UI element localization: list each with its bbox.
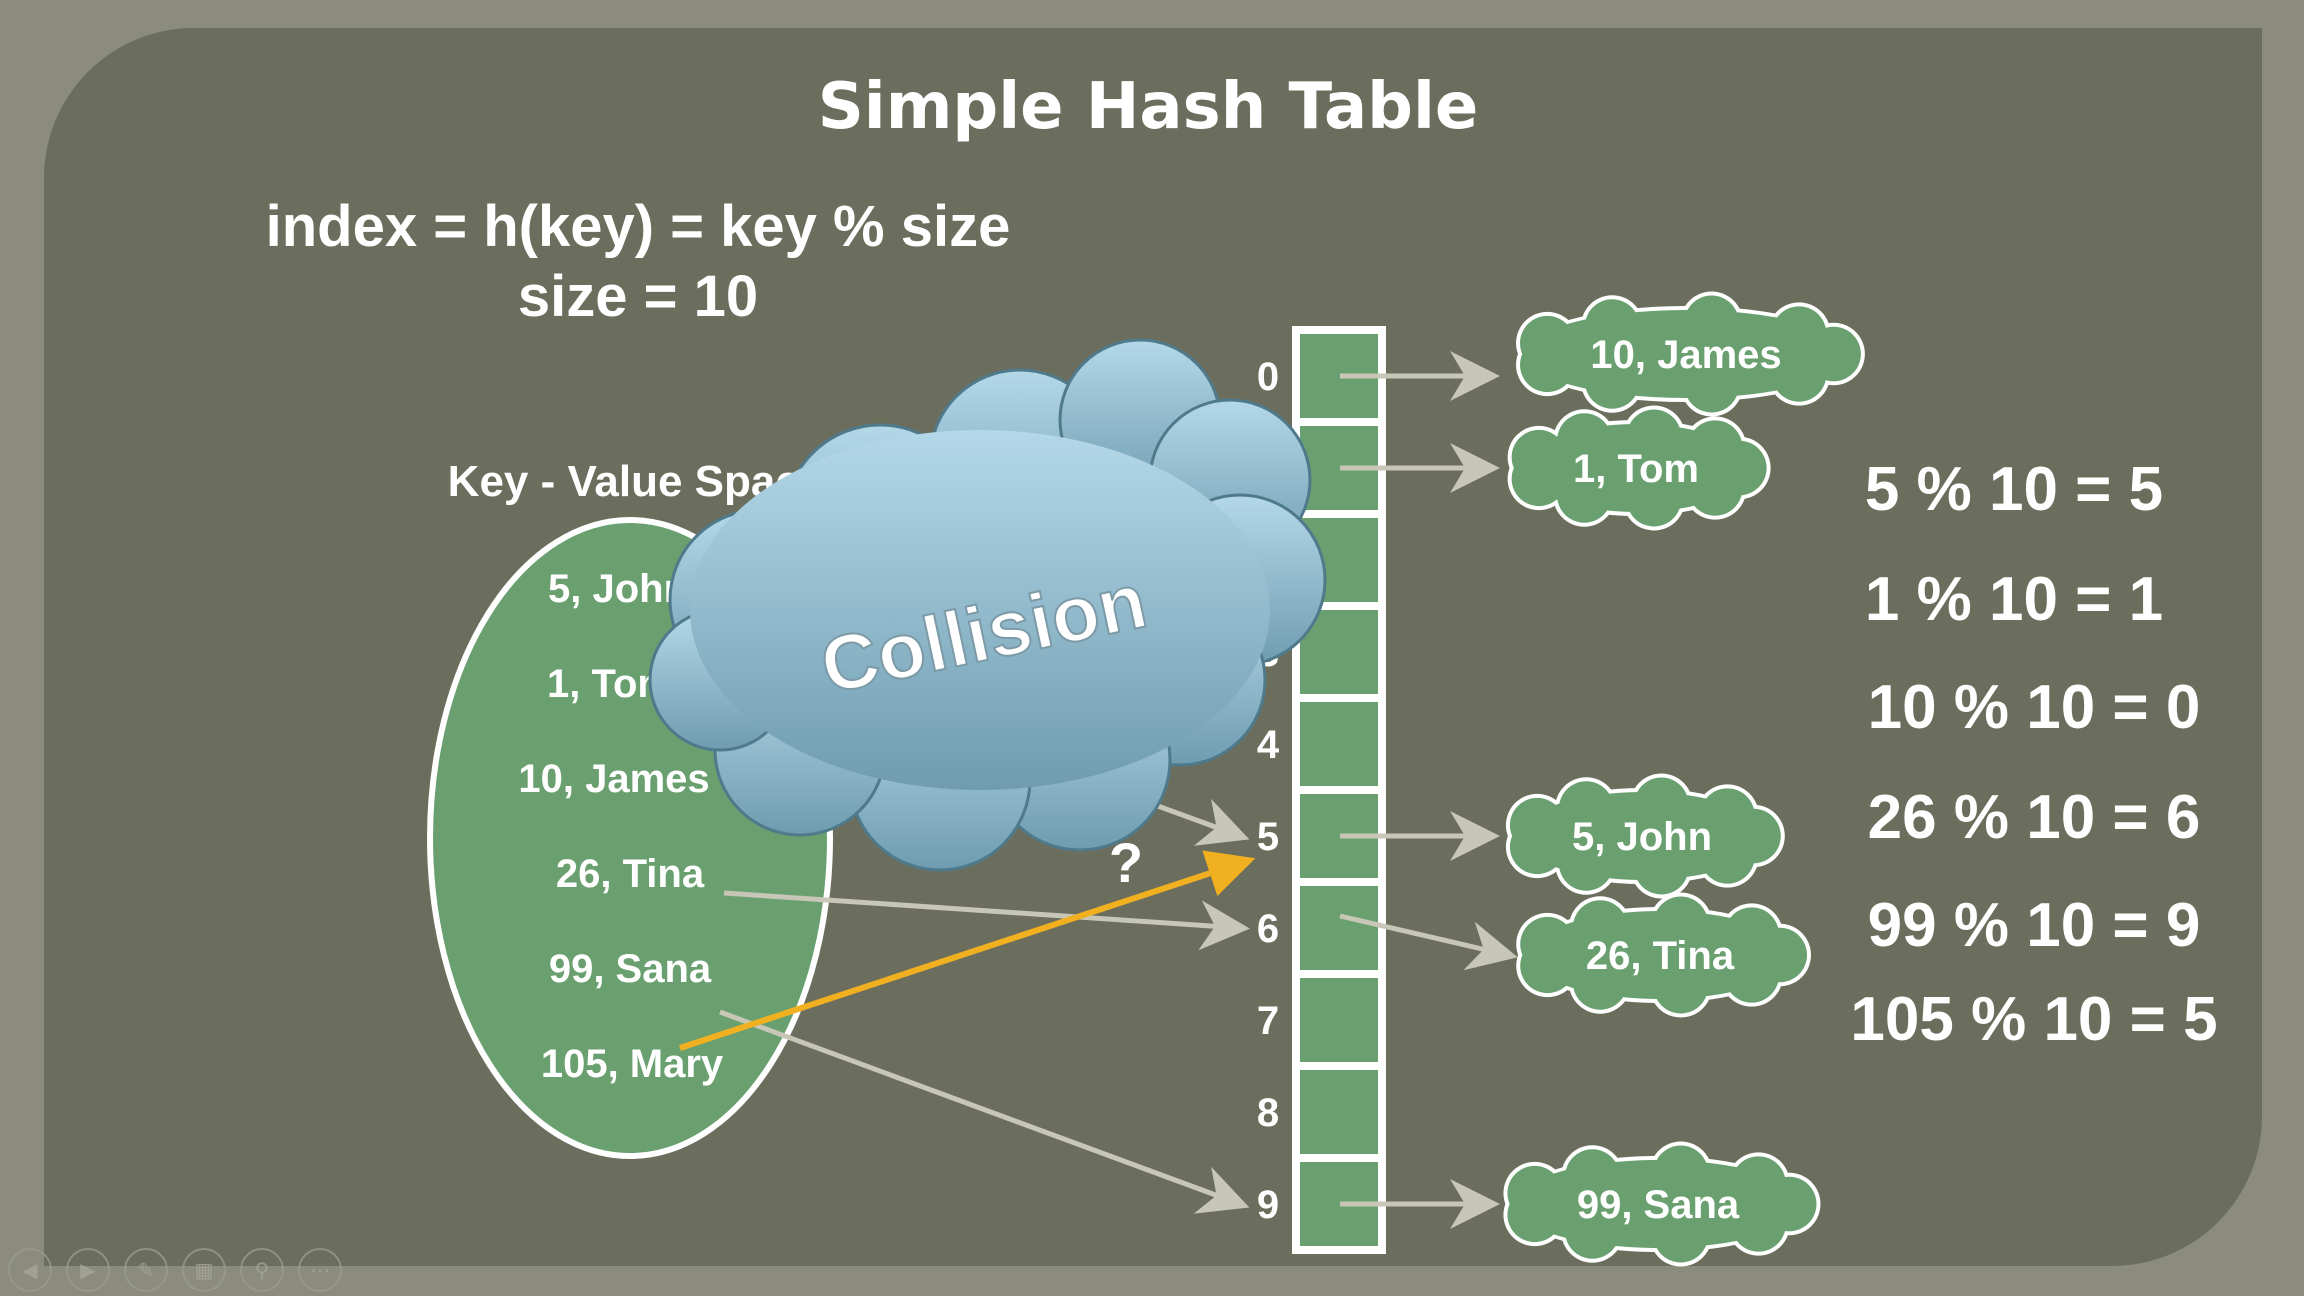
bucket-label: 10, James bbox=[1590, 333, 1781, 377]
bucket-label: 99, Sana bbox=[1577, 1183, 1740, 1227]
zoom-icon[interactable]: ⚲ bbox=[240, 1248, 284, 1292]
table-cell bbox=[1300, 978, 1378, 1062]
bucket-cloud: 10, James bbox=[1516, 291, 1865, 417]
next-icon[interactable]: ▶ bbox=[66, 1248, 110, 1292]
kv-entry: 10, James bbox=[518, 757, 709, 801]
bucket-label: 5, John bbox=[1572, 815, 1712, 859]
collision-arrow bbox=[679, 850, 1256, 1051]
kv-entry: 105, Mary bbox=[541, 1042, 724, 1086]
bucket-cloud: 26, Tina bbox=[1516, 892, 1811, 1018]
calculation-line: 99 % 10 = 9 bbox=[1868, 891, 2201, 960]
bucket-label: 26, Tina bbox=[1586, 934, 1735, 978]
page-title: Simple Hash Table bbox=[818, 70, 1479, 144]
table-cell bbox=[1300, 886, 1378, 970]
calculation-line: 10 % 10 = 0 bbox=[1868, 673, 2201, 742]
calculation-line: 26 % 10 = 6 bbox=[1868, 783, 2201, 852]
bucket-cloud: 99, Sana bbox=[1503, 1141, 1821, 1267]
table-cell bbox=[1300, 702, 1378, 786]
bucket-cloud: 1, Tom bbox=[1507, 405, 1771, 531]
kv-entry: 26, Tina bbox=[556, 852, 705, 896]
hash-formula: index = h(key) = key % size bbox=[266, 194, 1011, 259]
pen-icon[interactable]: ✎ bbox=[124, 1248, 168, 1292]
calculation-line: 105 % 10 = 5 bbox=[1850, 985, 2217, 1054]
table-index-label: 7 bbox=[1257, 999, 1279, 1043]
more-icon[interactable]: ⋯ bbox=[298, 1248, 342, 1292]
table-index-label: 9 bbox=[1257, 1183, 1279, 1227]
bucket-arrow bbox=[1339, 913, 1518, 971]
mapping-arrow bbox=[723, 890, 1250, 951]
collision-cloud: Collision bbox=[648, 338, 1327, 872]
bucket-cloud: 5, John bbox=[1505, 773, 1785, 899]
slides-icon[interactable]: ▦ bbox=[182, 1248, 226, 1292]
size-formula: size = 10 bbox=[518, 264, 758, 329]
bucket-label: 1, Tom bbox=[1573, 447, 1699, 491]
buckets: 10, James 1, Tom 5, John 26, Tina 99, Sana bbox=[1339, 291, 1865, 1267]
table-index-label: 5 bbox=[1257, 815, 1279, 859]
calculation-line: 5 % 10 = 5 bbox=[1865, 455, 2163, 524]
table-index-label: 8 bbox=[1257, 1091, 1279, 1135]
kv-entry: 5, John bbox=[548, 567, 688, 611]
slideshow-controls: ◀ ▶ ✎ ▦ ⚲ ⋯ bbox=[8, 1248, 342, 1292]
table-index-label: 4 bbox=[1257, 723, 1280, 767]
table-cell bbox=[1300, 1070, 1378, 1154]
mapping-arrow bbox=[719, 1009, 1250, 1214]
prev-icon[interactable]: ◀ bbox=[8, 1248, 52, 1292]
table-index-label: 6 bbox=[1257, 907, 1279, 951]
table-index-label: 0 bbox=[1257, 355, 1279, 399]
calculation-line: 1 % 10 = 1 bbox=[1865, 565, 2163, 634]
kv-entry: 99, Sana bbox=[549, 947, 712, 991]
calculations: 5 % 10 = 5 1 % 10 = 1 10 % 10 = 0 26 % 10 =… bbox=[1850, 455, 2217, 1054]
